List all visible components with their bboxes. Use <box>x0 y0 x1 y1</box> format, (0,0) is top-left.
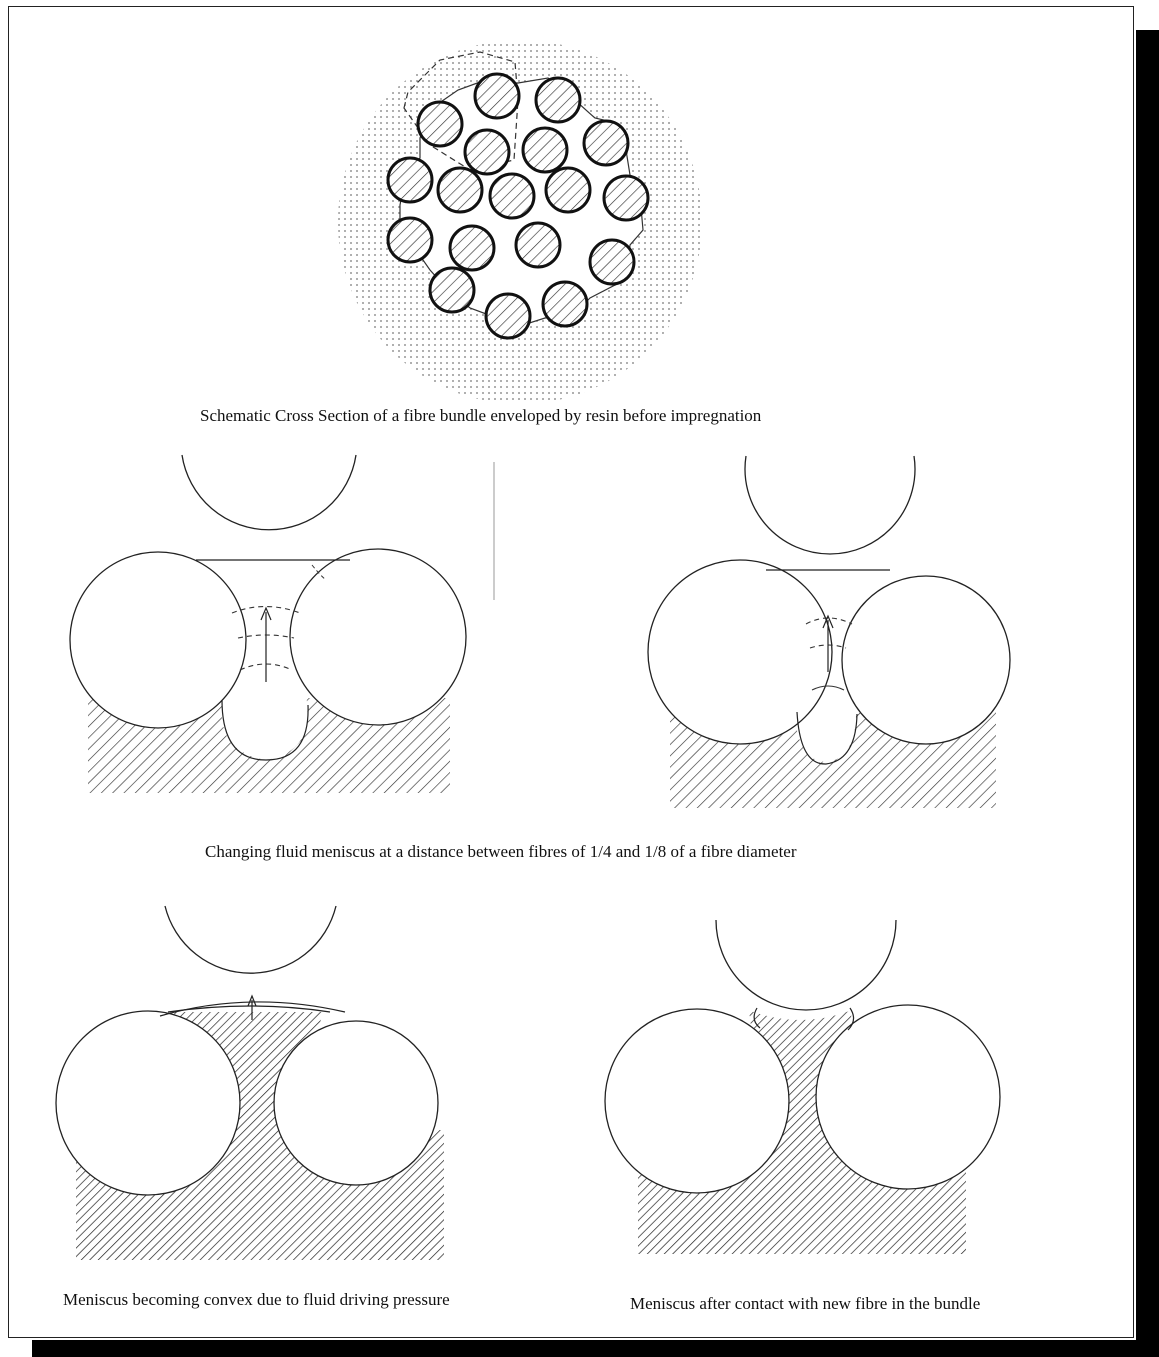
fibre <box>604 176 648 220</box>
caption-meniscus-distance: Changing fluid meniscus at a distance be… <box>205 842 797 862</box>
caption-after-contact: Meniscus after contact with new fibre in… <box>630 1294 980 1314</box>
fibre <box>388 218 432 262</box>
fibre-top <box>745 456 915 554</box>
fibre <box>523 128 567 172</box>
fibre-right <box>816 1005 1000 1189</box>
fibre <box>486 294 530 338</box>
fibre-left <box>70 552 246 728</box>
cross-section-diagram <box>338 40 702 404</box>
fibre <box>590 240 634 284</box>
fibre <box>418 102 462 146</box>
fibre <box>475 74 519 118</box>
fibre <box>465 130 509 174</box>
fibre <box>536 78 580 122</box>
fibre-left <box>56 1011 240 1195</box>
fibre <box>438 168 482 212</box>
meniscus-eighth-diagram <box>648 456 1010 808</box>
fibre-top <box>165 906 336 973</box>
fibre-top <box>182 455 356 530</box>
fibre <box>450 226 494 270</box>
caption-convex: Meniscus becoming convex due to fluid dr… <box>63 1290 450 1310</box>
fibre-left <box>605 1009 789 1193</box>
fibre <box>430 268 474 312</box>
fibre-right <box>290 549 466 725</box>
fibre <box>584 121 628 165</box>
fibre <box>543 282 587 326</box>
fibre-left <box>648 560 832 744</box>
fibre <box>490 174 534 218</box>
fibre <box>516 223 560 267</box>
fibre <box>388 158 432 202</box>
meniscus-quarter-diagram <box>70 455 466 793</box>
convex-meniscus-diagram <box>56 906 444 1260</box>
after-contact-diagram <box>605 920 1000 1254</box>
fibre-right <box>842 576 1010 744</box>
fibre <box>546 168 590 212</box>
fibre-right <box>274 1021 438 1185</box>
fibre-top <box>716 920 896 1010</box>
caption-cross-section: Schematic Cross Section of a fibre bundl… <box>200 406 761 426</box>
